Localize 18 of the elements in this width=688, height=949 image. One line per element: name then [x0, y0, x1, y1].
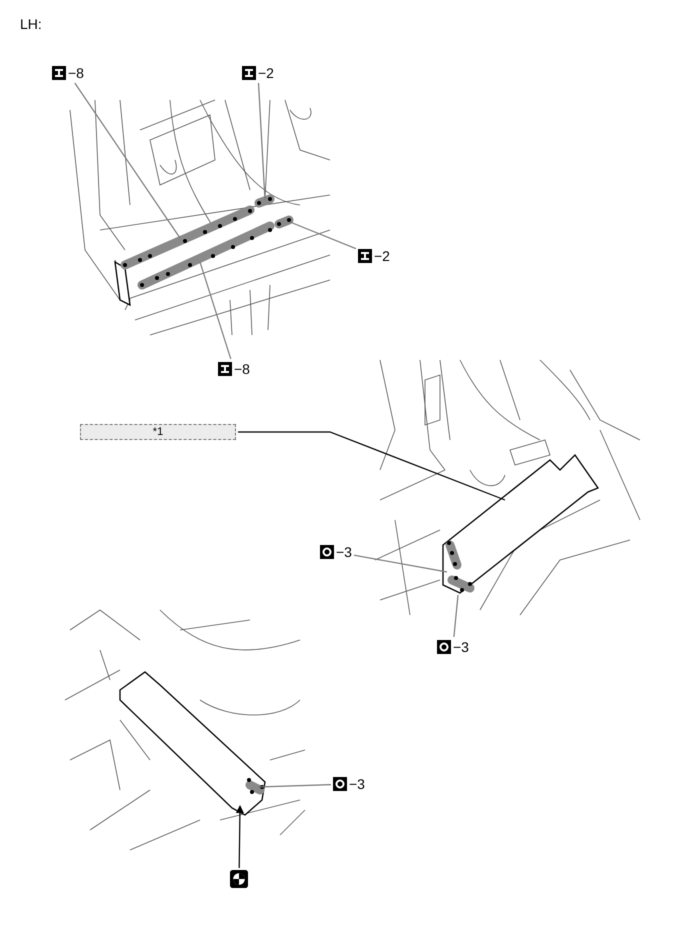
leader-line: [290, 221, 356, 250]
leader-line: [258, 784, 332, 788]
leader-line: [199, 262, 232, 360]
callout-number: −2: [258, 65, 274, 81]
arrow: [236, 805, 244, 868]
callout-number: −8: [68, 65, 84, 81]
view-label: LH:: [20, 16, 42, 32]
leader-line: [238, 431, 506, 501]
callout-number: −3: [453, 639, 469, 655]
callout-tag: *1: [80, 424, 236, 440]
callout-number: −8: [234, 361, 250, 377]
leader-line: [453, 594, 459, 638]
callout-number: −3: [336, 544, 352, 560]
callout-number: −3: [349, 776, 365, 792]
leader-line: [74, 82, 180, 238]
leader-line: [258, 82, 266, 200]
callout-number: −2: [374, 248, 390, 264]
leader-line: [354, 554, 448, 573]
